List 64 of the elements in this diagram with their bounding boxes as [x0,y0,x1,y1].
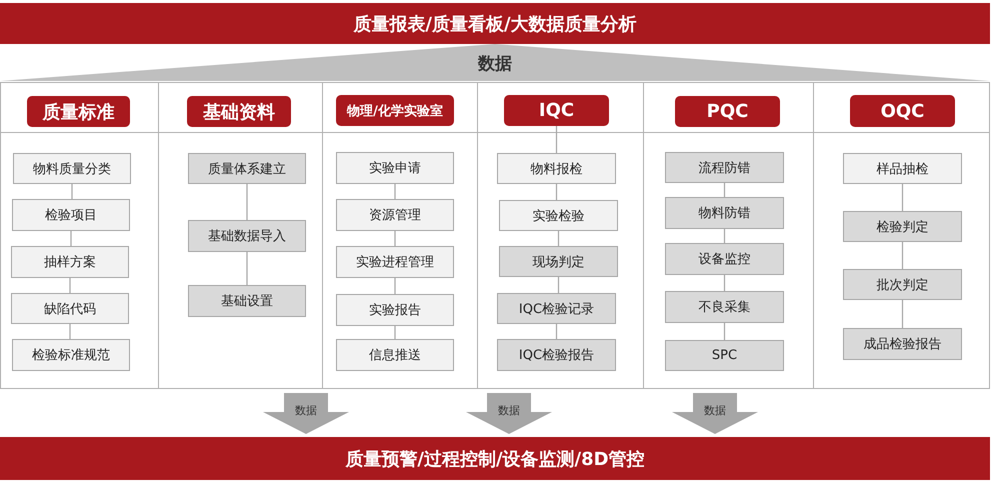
function-box: 检验项目 [12,199,130,231]
module-header: OQC [850,95,955,127]
connector-line [724,229,726,243]
function-box: 样品抽检 [843,153,962,184]
function-box: 基础设置 [188,285,306,317]
connector-line [394,278,396,294]
connector-line [394,184,396,199]
function-box: 物料报检 [497,153,616,184]
connector-line [69,324,71,339]
connector-line [724,275,726,291]
module-header: 物理/化学实验室 [336,95,454,126]
connector-line [394,231,396,246]
function-box: 检验判定 [843,211,962,242]
function-box: 抽样方案 [11,246,129,278]
module-header: 质量标准 [27,96,130,127]
function-box: IQC检验报告 [497,339,616,371]
connector-line [556,324,558,339]
connector-line [724,183,726,197]
connector-line [724,323,726,340]
function-box: 实验进程管理 [336,246,454,278]
function-box: 流程防错 [665,152,784,183]
block-arrow [672,393,758,434]
connector-line [246,184,248,220]
function-box: 质量体系建立 [188,153,306,184]
connector-line [558,277,560,293]
function-box: IQC检验记录 [497,293,616,324]
function-box: 设备监控 [665,243,784,275]
connector-line [246,252,248,285]
title-banner: 质量预警/过程控制/设备监测/8D管控 [0,437,990,480]
connector-line [70,231,72,246]
block-arrow [263,393,349,434]
module-header: IQC [504,95,609,126]
module-header: 基础资料 [187,96,291,127]
function-box: SPC [665,340,784,371]
module-header: PQC [675,96,780,127]
edge-label: 数据 [295,403,317,418]
data-label: 数据 [478,53,512,75]
connector-line [556,126,558,153]
connector-line [558,231,560,246]
function-box: 缺陷代码 [11,293,129,324]
function-box: 批次判定 [843,269,962,300]
title-banner: 质量报表/质量看板/大数据质量分析 [0,3,990,44]
edge-label: 数据 [498,403,520,418]
function-box: 基础数据导入 [188,220,306,252]
connector-line [556,184,558,200]
function-box: 成品检验报告 [843,328,962,360]
connector-line [69,278,71,293]
function-box: 现场判定 [499,246,618,277]
edge-label: 数据 [704,403,726,418]
function-box: 信息推送 [336,339,454,371]
block-arrow [466,393,552,434]
function-box: 实验报告 [336,294,454,326]
connector-line [902,300,904,328]
connector-line [902,242,904,269]
function-box: 实验申请 [336,152,454,184]
connector-line [71,184,73,199]
function-box: 检验标准规范 [12,339,130,371]
connector-line [902,184,904,211]
connector-line [394,326,396,339]
function-box: 物料防错 [665,197,784,229]
function-box: 资源管理 [336,199,454,231]
function-box: 不良采集 [665,291,784,323]
function-box: 实验检验 [499,200,618,231]
function-box: 物料质量分类 [13,153,131,184]
